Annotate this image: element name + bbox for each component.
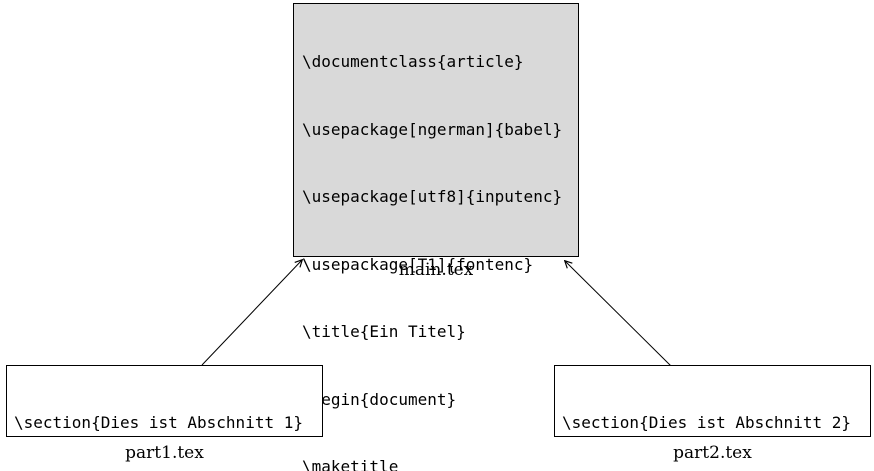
main-tex-box: \documentclass{article} \usepackage[nger…	[293, 3, 579, 471]
part2-tex-box: \section{Dies ist Abschnitt 2} Hier ein …	[554, 365, 871, 437]
part1-tex-box: \section{Dies ist Abschnitt 1} Hier ein …	[6, 365, 323, 437]
code-line: \usepackage[utf8]{inputenc}	[302, 187, 563, 206]
code-line: \section{Dies ist Abschnitt 2}	[562, 413, 851, 432]
code-line: \title{Ein Titel}	[302, 322, 466, 341]
edge-part1-to-main	[201, 260, 302, 366]
part1-tex-label: part1.tex	[125, 443, 204, 463]
main-tex-label: main.tex	[398, 260, 474, 280]
code-line: \section{Dies ist Abschnitt 1}	[14, 413, 303, 432]
code-line: \maketitle	[302, 457, 399, 471]
code-line: \documentclass{article}	[302, 52, 524, 71]
code-line: \begin{document}	[302, 389, 457, 409]
part2-tex-label: part2.tex	[673, 443, 752, 463]
edge-part2-to-main	[565, 261, 672, 367]
code-line: \usepackage[ngerman]{babel}	[302, 119, 563, 139]
code-line: \usepackage[T1]{fontenc}	[302, 254, 534, 274]
